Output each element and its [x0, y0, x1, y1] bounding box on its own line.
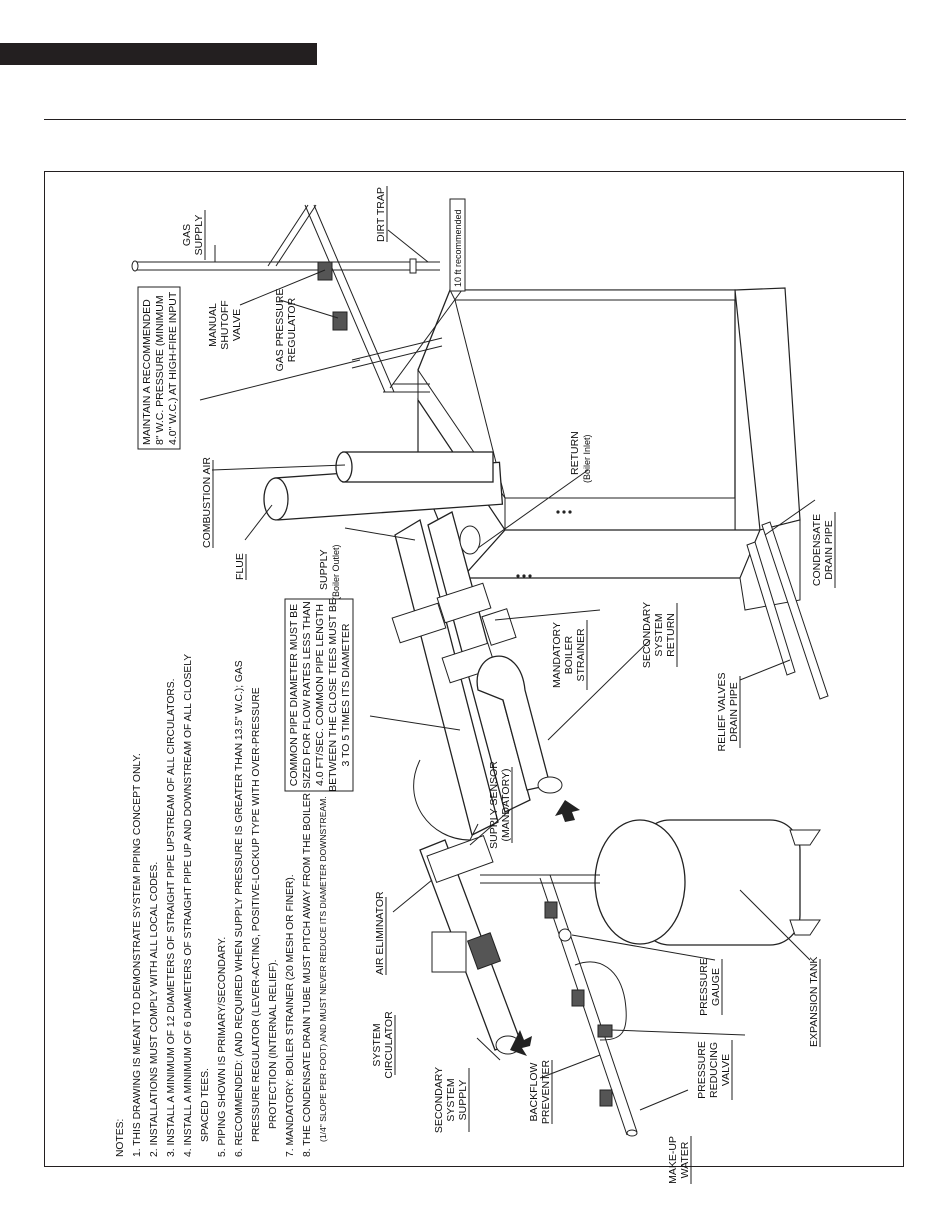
maintain-pressure-line-3: 4.0" W.C.) AT HIGH-FIRE INPUT — [167, 291, 179, 445]
relief-valves-label-1: RELIEF VALVES — [716, 673, 728, 752]
supply-sensor-label-2: (MANDATORY) — [500, 769, 512, 842]
header-rule — [44, 119, 906, 120]
note-6-continued-1: PRESSURE REGULATOR (LEVER-ACTING, POSITI… — [251, 687, 262, 1142]
note-5: 5. PIPING SHOWN IS PRIMARY/SECONDARY. — [217, 937, 228, 1157]
maintain-pressure-line-1: MAINTAIN A RECOMMENDED — [141, 299, 153, 445]
note-7: 7. MANDATORY: BOILER STRAINER (20 MESH O… — [285, 874, 296, 1157]
note-8-continued: (1/4" SLOPE PER FOOT) AND MUST NEVER RED… — [318, 796, 328, 1142]
secondary-supply-label-2: SYSTEM — [445, 1078, 457, 1121]
makeup-water-label-2: WATER — [679, 1141, 691, 1178]
drain-pipes — [746, 521, 829, 700]
note-6-continued-2: PROTECTION (INTERNAL RELIEF). — [268, 959, 279, 1129]
gas-regulator-label-1: GAS PRESSURE — [274, 289, 286, 372]
note-4-continued: SPACED TEES. — [200, 1068, 211, 1142]
secondary-supply-label-1: SECONDARY — [433, 1067, 445, 1133]
mandatory-strainer-label-1: MANDATORY — [551, 622, 563, 688]
note-1: 1. THIS DRAWING IS MEANT TO DEMONSTRATE … — [132, 753, 143, 1157]
system-circulator-label-1: SYSTEM — [371, 1023, 383, 1066]
manual-shutoff-label-2: SHUTOFF — [219, 300, 231, 349]
secondary-supply-piping — [419, 834, 521, 1055]
common-pipe-line-4: BETWEEN THE CLOSE TEES MUST BE — [327, 598, 339, 792]
air-eliminator-label: AIR ELIMINATOR — [374, 891, 386, 975]
secondary-return-label-3: RETURN — [665, 613, 677, 657]
note-4: 4. INSTALL A MINIMUM OF 6 DIAMETERS OF S… — [183, 654, 194, 1157]
supply-flow-arrow — [510, 1030, 532, 1056]
figure-frame — [44, 171, 904, 1167]
pressure-reducing-label-2: REDUCING — [708, 1042, 720, 1098]
callout-labels: GAS SUPPLY DIRT TRAP 10 ft recommended M… — [137, 186, 836, 1184]
supply-label-1: SUPPLY — [318, 549, 330, 590]
makeup-water-line — [539, 874, 638, 1137]
return-label-2: (Boiler Inlet) — [582, 434, 592, 483]
secondary-return-label-1: SECONDARY — [641, 602, 653, 668]
secondary-supply-label-3: SUPPLY — [457, 1080, 469, 1121]
mandatory-strainer-label-3: STRAINER — [575, 628, 587, 682]
piping-artwork — [131, 204, 829, 1137]
note-2: 2. INSTALLATIONS MUST COMPLY WITH ALL LO… — [149, 862, 160, 1157]
flue-and-combustion-air — [263, 451, 504, 521]
secondary-return-label-2: SYSTEM — [653, 613, 665, 656]
ten-ft-recommended-label: 10 ft recommended — [453, 209, 463, 287]
makeup-water-label-1: MAKE-UP — [667, 1136, 679, 1184]
note-8: 8. THE CONDENSATE DRAIN TUBE MUST PITCH … — [302, 793, 313, 1157]
relief-valves-label-2: DRAIN PIPE — [728, 682, 740, 742]
notes-block: NOTES: 1. THIS DRAWING IS MEANT TO DEMON… — [115, 654, 328, 1157]
condensate-drain-label-1: CONDENSATE — [811, 514, 823, 586]
backflow-label-1: BACKFLOW — [528, 1062, 540, 1121]
leader-lines — [199, 229, 816, 1111]
pressure-gauge-label-2: GAUGE — [710, 968, 722, 1006]
gas-supply-label-1: GAS — [181, 224, 193, 246]
pressure-reducing-label-1: PRESSURE — [696, 1041, 708, 1099]
expansion-tank — [480, 819, 821, 946]
return-flow-arrow — [555, 800, 580, 822]
common-pipe-line-3: 4.0 FT/SEC. COMMON PIPE LENGTH — [314, 604, 326, 786]
common-pipe-line-5: 3 TO 5 TIMES ITS DIAMETER — [340, 623, 352, 766]
gas-supply-label-2: SUPPLY — [193, 215, 205, 256]
dirt-trap-label: DIRT TRAP — [375, 187, 387, 242]
notes-title: NOTES: — [115, 1119, 126, 1157]
expansion-tank-label: EXPANSION TANK — [808, 957, 820, 1047]
return-label-1: RETURN — [569, 431, 581, 475]
boiler-cabinet — [417, 287, 801, 611]
primary-loop-piping — [391, 511, 563, 841]
backflow-label-2: PREVENTER — [540, 1059, 552, 1124]
gas-regulator-label-2: REGULATOR — [286, 297, 298, 362]
common-pipe-line-2: SIZED FOR FLOW RATES LESS THAN — [301, 601, 313, 788]
combustion-air-label: COMBUSTION AIR — [201, 457, 213, 548]
system-circulator-label-2: CIRCULATOR — [383, 1011, 395, 1079]
note-3: 3. INSTALL A MINIMUM OF 12 DIAMETERS OF … — [166, 678, 177, 1157]
gas-piping — [131, 204, 443, 393]
header-bar — [0, 43, 317, 65]
supply-sensor-label-1: SUPPLY SENSOR — [488, 761, 500, 849]
manual-shutoff-label-1: MANUAL — [207, 303, 219, 347]
common-pipe-line-1: COMMON PIPE DIAMETER MUST BE — [288, 604, 300, 786]
condensate-drain-label-2: DRAIN PIPE — [823, 520, 835, 580]
supply-label-2: (Boiler Outlet) — [331, 544, 341, 600]
manual-shutoff-label-3: VALVE — [231, 309, 243, 341]
maintain-pressure-line-2: 8" W.C. PRESSURE (MINIMUM — [154, 295, 166, 445]
pressure-gauge-label-1: PRESSURE — [698, 958, 710, 1016]
mandatory-strainer-label-2: BOILER — [563, 635, 575, 674]
pressure-reducing-label-3: VALVE — [720, 1054, 732, 1086]
note-6: 6. RECOMMENDED: (AND REQUIRED WHEN SUPPL… — [234, 660, 245, 1157]
flue-label: FLUE — [234, 553, 246, 580]
